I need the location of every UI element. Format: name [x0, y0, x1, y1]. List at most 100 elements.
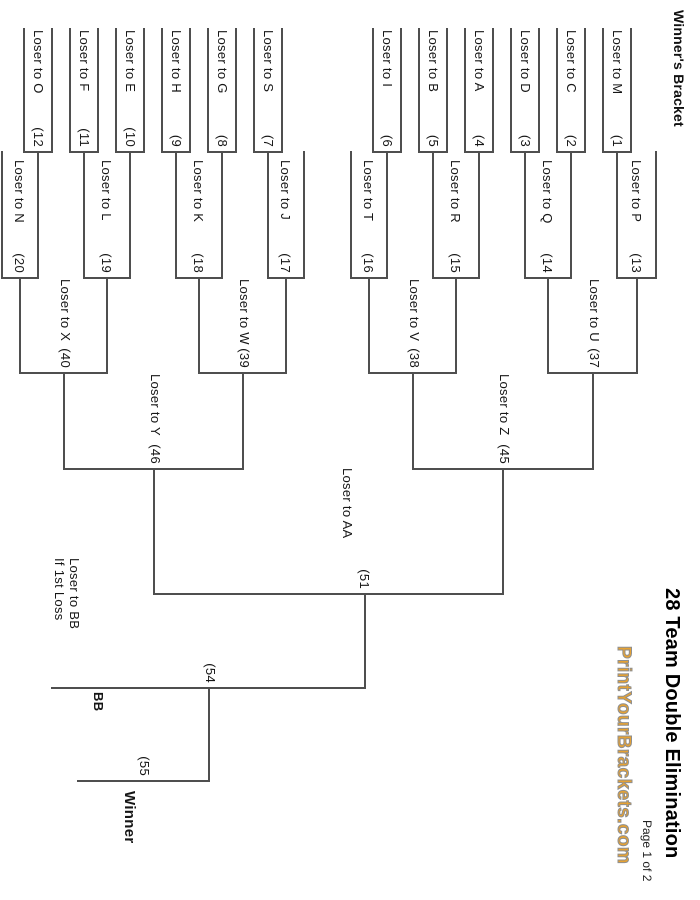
game-number: (13: [629, 253, 644, 273]
game-number: (19: [99, 253, 114, 273]
team-line: [51, 28, 53, 151]
loser-label: Loser to I: [380, 30, 395, 88]
winner-advance-line: [198, 277, 200, 372]
winner-advance-line: [285, 277, 287, 372]
game-number: (2: [564, 134, 579, 147]
loser-label: Loser to M: [610, 30, 625, 95]
team-line: [630, 28, 632, 151]
team-line: [97, 28, 99, 151]
winner-advance-line: [570, 151, 572, 277]
loser-label: Loser to C: [564, 30, 579, 93]
loser-note-line1: Loser to BB: [67, 558, 82, 630]
team-line: [143, 28, 145, 151]
team-line: [446, 28, 448, 151]
game-number: (18: [191, 253, 206, 273]
winner-advance-line: [636, 277, 638, 372]
loser-label: Loser to E: [123, 30, 138, 93]
game-number: (15: [448, 253, 463, 273]
team-line: [584, 28, 586, 151]
loser-label: Loser to A: [472, 30, 487, 92]
winner-advance-line: [502, 468, 504, 593]
winner-advance-line: [524, 151, 526, 277]
winner-advance-line: [175, 151, 177, 277]
game-number: (5: [426, 134, 441, 147]
loser-label: Loser to J: [278, 160, 293, 221]
bye-line: [1, 151, 3, 277]
team-line: [281, 28, 283, 151]
loser-label: Loser to AA: [340, 468, 355, 539]
game-number: (1: [610, 134, 625, 147]
team-line: [253, 28, 255, 151]
game-number: (9: [169, 134, 184, 147]
winner-label: Winner: [121, 791, 138, 844]
winner-advance-line: [592, 372, 594, 468]
loser-note-line2: If 1st Loss: [52, 558, 67, 621]
game-number: (51: [357, 569, 372, 589]
game-number: (12: [31, 127, 46, 147]
game-number: (3: [518, 134, 533, 147]
team-line: [602, 28, 604, 151]
game-number: (7: [261, 134, 276, 147]
bye-line: [303, 151, 305, 277]
team-line: [400, 28, 402, 151]
loser-label: Loser to H: [169, 30, 184, 93]
winner-advance-line: [478, 151, 480, 277]
champion-line: [142, 780, 144, 860]
winner-advance-line: [242, 372, 244, 468]
winner-advance-line: [432, 151, 434, 277]
team-line: [115, 28, 117, 151]
bb-feeder-line: [77, 688, 79, 780]
team-line: [372, 28, 374, 151]
team-line: [538, 28, 540, 151]
winner-advance-line: [208, 687, 210, 780]
game-number: (17: [278, 253, 293, 273]
loser-label: Loser to F: [77, 30, 92, 92]
game-number: (4: [472, 134, 487, 147]
team-line: [23, 28, 25, 151]
team-line: [492, 28, 494, 151]
game-number: (14: [540, 253, 555, 273]
loser-label: Loser to L: [99, 160, 114, 221]
bye-line: [350, 151, 352, 277]
winner-advance-line: [547, 277, 549, 372]
site-logo: PrintYourBrackets.com: [613, 646, 635, 865]
team-line: [556, 28, 558, 151]
winner-advance-line: [455, 277, 457, 372]
page-number: Page 1 of 2: [640, 820, 654, 882]
winner-advance-line: [412, 372, 414, 468]
team-line: [418, 28, 420, 151]
team-line: [464, 28, 466, 151]
game-connector: [153, 593, 504, 595]
loser-label: Loser to D: [518, 30, 533, 93]
winner-advance-line: [83, 151, 85, 277]
game-number: (6: [380, 134, 395, 147]
game-number: (55: [137, 756, 152, 776]
game-number: (46: [148, 444, 163, 464]
game-number: (8: [215, 134, 230, 147]
game-number: (39: [237, 348, 252, 368]
winner-advance-line: [386, 151, 388, 277]
game-number: (45: [497, 444, 512, 464]
winner-advance-line: [37, 151, 39, 277]
loser-label: Loser to B: [426, 30, 441, 93]
loser-label: Loser to S: [261, 30, 276, 93]
winner-advance-line: [19, 277, 21, 372]
loser-label: Loser to O: [31, 30, 46, 94]
game-number: (40: [58, 348, 73, 368]
winner-advance-line: [106, 277, 108, 372]
page-title: 28 Team Double Elimination: [661, 588, 683, 859]
team-line: [189, 28, 191, 151]
game-number: (38: [407, 348, 422, 368]
bye-line: [655, 151, 657, 277]
game-number: (16: [361, 253, 376, 273]
winner-advance-line: [63, 372, 65, 468]
game-number: (54: [203, 663, 218, 683]
bb-label: BB: [91, 692, 106, 712]
game-number: (10: [123, 127, 138, 147]
winners-bracket-label: Winner's Bracket: [671, 10, 687, 127]
team-line: [161, 28, 163, 151]
winner-advance-line: [368, 277, 370, 372]
winner-advance-line: [267, 151, 269, 277]
game-number: (37: [587, 348, 602, 368]
winner-advance-line: [153, 468, 155, 593]
